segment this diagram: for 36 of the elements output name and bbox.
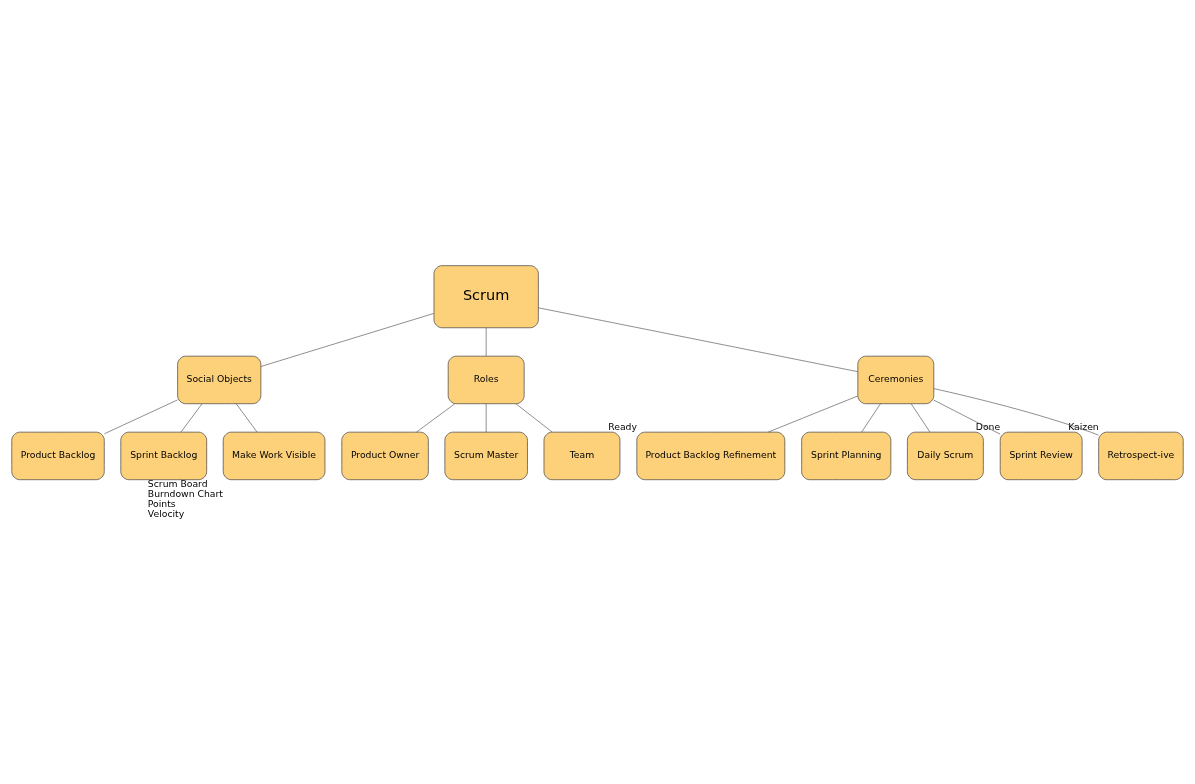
node-label: Done: [975, 420, 1001, 432]
connector: [515, 403, 553, 432]
node-label: Ready: [608, 420, 637, 432]
node-box: Product Owner: [341, 431, 429, 480]
connector: [235, 403, 258, 432]
node-box: Sprint Planning: [801, 431, 892, 480]
connector: [180, 403, 203, 432]
node-label: Scrum Board: [147, 477, 208, 489]
node-box: Retrospect-ive: [1098, 431, 1184, 480]
connector: [104, 399, 178, 434]
node-box: Scrum: [433, 264, 539, 328]
node-box: Product Backlog Refinement: [636, 431, 786, 480]
node-box: Sprint Review: [999, 431, 1083, 480]
node-box: Ceremonies: [857, 355, 935, 404]
connector: [861, 403, 881, 432]
node-box: Product Backlog: [11, 431, 105, 480]
node-box: Social Objects: [177, 355, 262, 404]
node-label: Kaizen: [1068, 420, 1099, 432]
connector: [910, 403, 931, 432]
connector: [416, 403, 456, 432]
connector: [933, 387, 1099, 435]
node-box: Team: [543, 431, 621, 480]
connector: [538, 307, 859, 372]
connector: [767, 395, 859, 432]
node-label: Burndown Chart: [147, 487, 223, 499]
connector: [485, 403, 487, 432]
node-box: Daily Scrum: [907, 431, 984, 480]
node-label: Velocity: [147, 507, 185, 519]
node-box: Make Work Visible: [222, 431, 326, 480]
connector: [933, 399, 1001, 434]
node-box: Sprint Backlog: [120, 431, 207, 480]
node-box: Scrum Master: [444, 431, 528, 480]
connector: [485, 327, 487, 356]
connector: [260, 312, 435, 367]
node-box: Roles: [447, 355, 525, 404]
node-label: Points: [147, 497, 176, 509]
